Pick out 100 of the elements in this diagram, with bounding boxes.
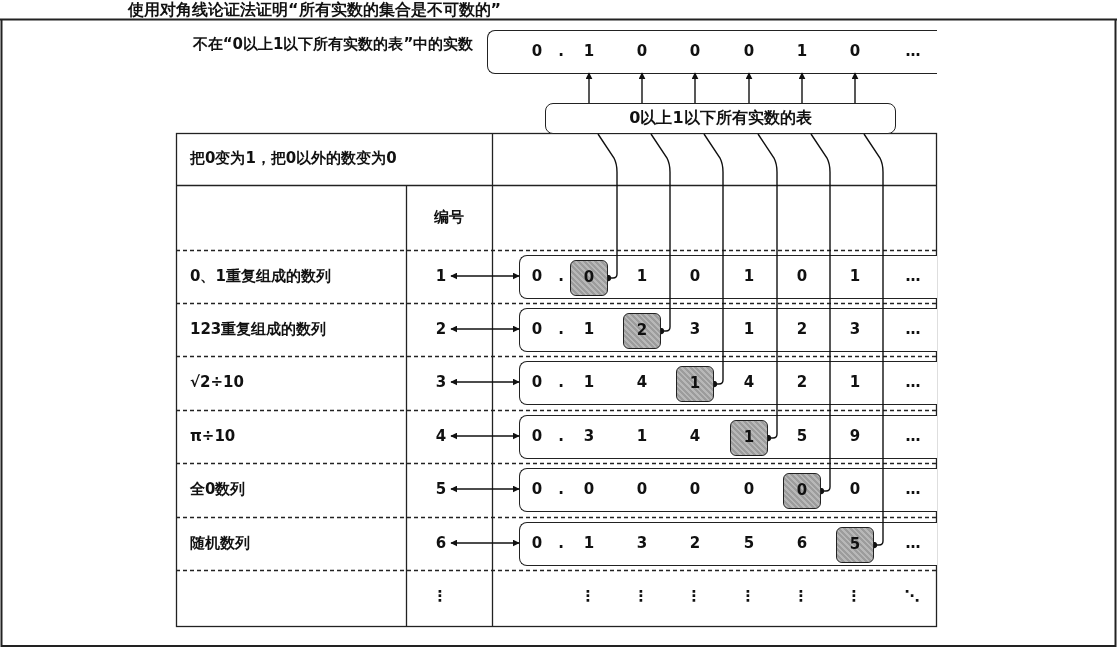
digit-text: . <box>557 266 565 286</box>
digit-text: 4 <box>742 372 756 392</box>
number-row-box <box>519 522 937 566</box>
digit-text: 3 <box>582 426 596 446</box>
ellipsis-mark: ⋮ <box>431 586 449 606</box>
arrow <box>450 325 520 333</box>
row-number: 2 <box>431 319 451 339</box>
ellipsis-mark: ⋮ <box>579 586 597 606</box>
digit-text: . <box>557 372 565 392</box>
digit-text: 5 <box>742 533 756 553</box>
digit-text: 3 <box>635 533 649 553</box>
row-number: 6 <box>431 533 451 553</box>
arrow <box>450 539 520 547</box>
table-header-text: 把0变为1，把0以外的数变为0 <box>190 148 398 168</box>
digit-text: … <box>904 533 922 553</box>
number-row-box <box>519 415 937 459</box>
connector-line <box>863 133 884 549</box>
arrow <box>450 432 520 440</box>
highlighted-digit: 2 <box>623 313 661 349</box>
digit-text: 0 <box>530 372 544 392</box>
row-number: 5 <box>431 479 451 499</box>
digit-text: 1 <box>635 266 649 286</box>
digit-text: 0 <box>742 479 756 499</box>
digit-text: 0 <box>680 32 710 73</box>
highlighted-digit: 0 <box>783 473 821 509</box>
digit-text: 5 <box>795 426 809 446</box>
digit-text: … <box>904 266 922 286</box>
digit-text: 0 <box>795 266 809 286</box>
digit-text: 1 <box>742 319 756 339</box>
digit-text: … <box>904 372 922 392</box>
row-number: 1 <box>431 266 451 286</box>
digit-text: 1 <box>787 32 817 73</box>
connector-line <box>810 133 831 495</box>
digit-text: . <box>557 319 565 339</box>
digit-text: 1 <box>848 266 862 286</box>
arrow <box>798 72 806 104</box>
digit-text: 2 <box>688 533 702 553</box>
digit-text: 0 <box>530 479 544 499</box>
arrow <box>450 378 520 386</box>
arrow <box>638 72 646 104</box>
caption-text: 不在“0以上1以下所有实数的表”中的实数 <box>191 34 475 55</box>
digit-text: 2 <box>795 372 809 392</box>
arrow <box>585 72 593 104</box>
digit-text: 2 <box>795 319 809 339</box>
table-cell-text: 全0数列 <box>190 479 247 499</box>
arrow <box>745 72 753 104</box>
arrow <box>450 485 520 493</box>
arrow <box>450 272 520 280</box>
ellipsis-mark: ⋮ <box>685 586 703 606</box>
digit-text: … <box>904 319 922 339</box>
ellipsis-mark: ⋱ <box>903 586 921 606</box>
digit-text: 1 <box>742 266 756 286</box>
digit-text: 1 <box>848 372 862 392</box>
table-label-box: 0以上1以下所有实数的表 <box>545 103 896 134</box>
ellipsis-mark: ⋮ <box>739 586 757 606</box>
digit-text: 3 <box>848 319 862 339</box>
number-row-box <box>519 308 937 352</box>
digit-text: 0 <box>627 32 657 73</box>
connector-line <box>650 133 671 335</box>
digit-text: 0 <box>848 479 862 499</box>
table-cell-text: π÷10 <box>190 426 237 446</box>
ellipsis-mark: ⋮ <box>845 586 863 606</box>
digit-text: 0 <box>530 266 544 286</box>
connector-line <box>597 133 618 282</box>
highlighted-digit: 0 <box>570 260 608 296</box>
digit-text: … <box>904 41 922 61</box>
table-cell-text: √2÷10 <box>190 372 245 392</box>
digit-text: 6 <box>795 533 809 553</box>
number-row-box <box>487 30 937 74</box>
table-cell-text: 123重复组成的数列 <box>190 319 328 339</box>
digit-text: 1 <box>574 32 604 73</box>
digit-text: 0 <box>582 479 596 499</box>
row-number: 3 <box>431 372 451 392</box>
figure-title: 使用对角线论证法证明“所有实数的集合是不可数的” <box>128 0 502 20</box>
arrow <box>851 72 859 104</box>
number-row-box <box>519 468 937 512</box>
digit-text: 1 <box>635 426 649 446</box>
digit-text: 0 <box>530 41 544 61</box>
digit-text: . <box>557 41 565 61</box>
arrow <box>691 72 699 104</box>
number-row-box <box>519 255 937 299</box>
connector-line <box>703 133 724 388</box>
highlighted-digit: 5 <box>836 527 874 563</box>
table-cell-text: 0、1重复组成的数列 <box>190 266 332 286</box>
digit-text: 0 <box>688 266 702 286</box>
digit-text: 0 <box>635 479 649 499</box>
digit-text: 0 <box>840 32 870 73</box>
row-number: 4 <box>431 426 451 446</box>
digit-text: 0 <box>734 32 764 73</box>
digit-text: 0 <box>530 533 544 553</box>
digit-text: 0 <box>530 426 544 446</box>
digit-text: 1 <box>582 319 596 339</box>
digit-text: 4 <box>635 372 649 392</box>
digit-text: . <box>557 479 565 499</box>
digit-text: 9 <box>848 426 862 446</box>
digit-text: 3 <box>688 319 702 339</box>
digit-text: . <box>557 533 565 553</box>
column-header: 编号 <box>433 207 465 227</box>
ellipsis-mark: ⋮ <box>792 586 810 606</box>
digit-text: . <box>557 426 565 446</box>
